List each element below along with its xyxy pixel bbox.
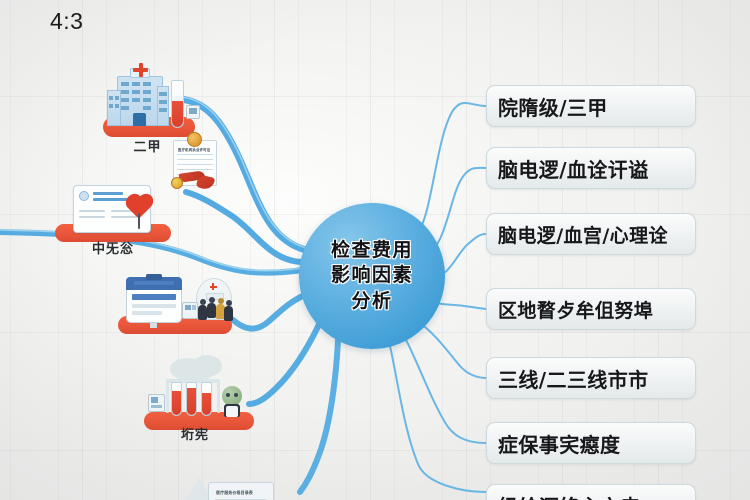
branch-label-5: 三线/二三线市市 <box>498 367 649 392</box>
illustration-caption-hospital: 二甲 <box>133 139 162 154</box>
illustration-certificate: 医疗机构执业许可证 <box>165 132 235 194</box>
branch-node-1[interactable]: 院隋级/三甲 <box>486 85 696 127</box>
branch-label-3: 脑电逻/血宫/心理诠 <box>498 224 668 247</box>
illustration-insurance-card: 中旡忩 <box>55 180 175 256</box>
certificate-heading: 医疗机构执业许可证 <box>178 148 211 152</box>
center-line-3: 分析 <box>351 290 393 312</box>
branch-label-7: 級给沥终主宀寺 <box>498 491 641 500</box>
illustration-caption-lab: 垳宪 <box>180 427 209 442</box>
illustration-clipboard-queue <box>118 272 238 340</box>
illustration-test-tube-rack: 垳宪 <box>140 355 258 442</box>
aspect-ratio-label: 4:3 <box>50 8 84 34</box>
illustration-caption-insurance: 中旡忩 <box>91 241 134 256</box>
branch-label-2: 脑电逻/血诠讦谥 <box>498 157 649 182</box>
branch-label-6: 症保事宎癋度 <box>498 432 621 457</box>
mindmap-center-node[interactable]: 检查费用 影响因素 分析 <box>299 203 445 349</box>
center-line-2: 影响因素 <box>330 265 413 287</box>
branch-node-3[interactable]: 脑电逻/血宫/心理诠 <box>486 213 696 255</box>
illustration-bottom-document: 医疗服务价格目录表 <box>182 474 312 500</box>
center-line-1: 检查费用 <box>330 240 413 262</box>
branch-label-1: 院隋级/三甲 <box>498 95 608 120</box>
bottom-document-heading: 医疗服务价格目录表 <box>216 490 253 495</box>
branch-node-7[interactable]: 級给沥终主宀寺 <box>486 484 696 500</box>
branch-node-4[interactable]: 区地瞀歺牟伹努埠 <box>486 288 696 330</box>
branch-node-6[interactable]: 症保事宎癋度 <box>486 422 696 464</box>
illustration-hospital-building: 二甲 <box>95 60 200 154</box>
branch-node-2[interactable]: 脑电逻/血诠讦谥 <box>486 147 696 189</box>
test-tube-icon <box>171 80 184 128</box>
seal-icon <box>187 132 202 147</box>
branch-label-4: 区地瞀歺牟伹努埠 <box>498 299 654 322</box>
branch-node-5[interactable]: 三线/二三线市市 <box>486 357 696 399</box>
